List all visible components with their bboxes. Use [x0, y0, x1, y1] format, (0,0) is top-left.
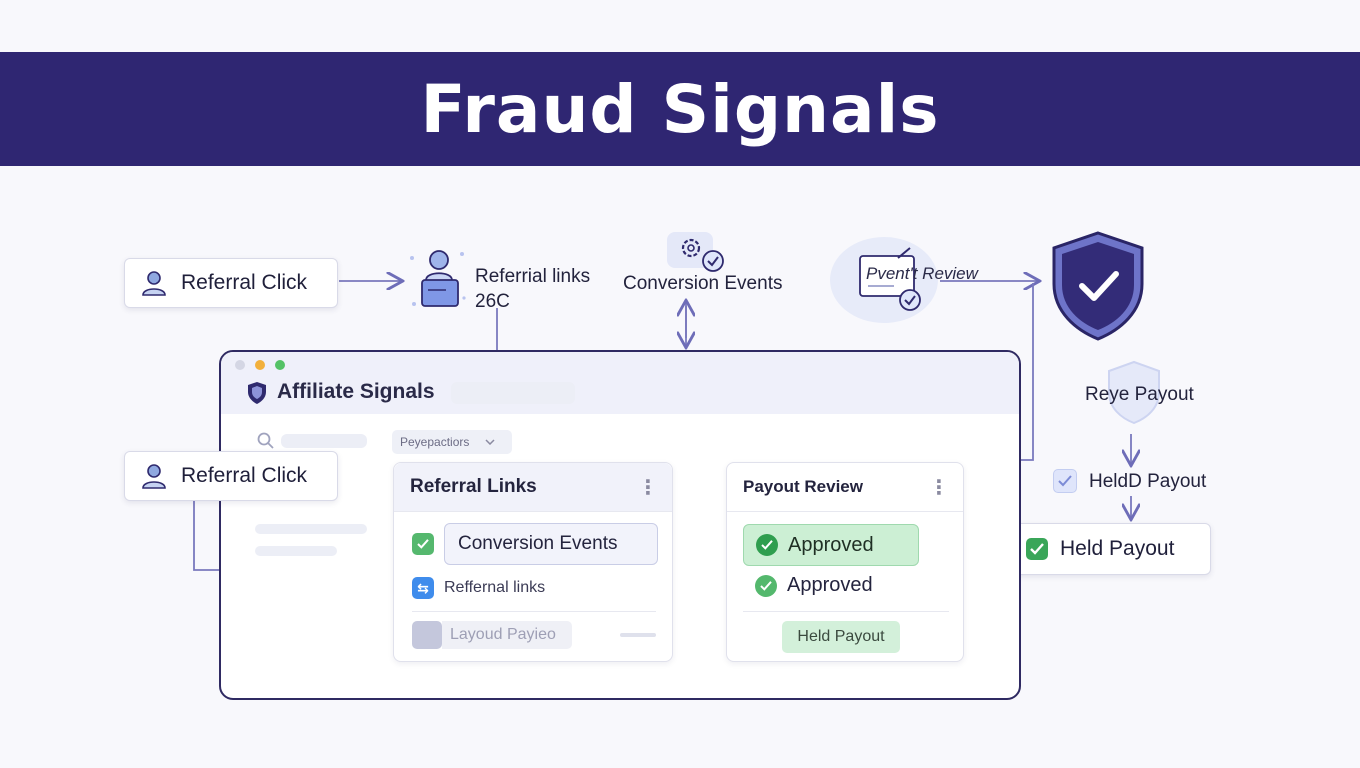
- faded-shield-icon: [1108, 360, 1160, 425]
- held-payout-label: Held Payout: [1060, 537, 1175, 560]
- check-icon: [1058, 475, 1072, 487]
- list-item[interactable]: Layoud Payieo: [412, 621, 572, 649]
- referral-links-item: Reffernal links: [444, 579, 546, 596]
- referral-links-value: 26C: [475, 291, 510, 312]
- approved-label: Approved: [788, 533, 874, 556]
- referral-links-card: Referral Links ⋮ Conversion Events ⇆ Ref…: [393, 462, 673, 662]
- divider: [743, 611, 949, 612]
- placeholder-bar: [620, 633, 656, 637]
- review-document-icon: [859, 247, 921, 311]
- check-icon: [755, 574, 777, 597]
- window-dot[interactable]: [255, 360, 265, 370]
- shield-icon: [248, 382, 266, 404]
- placeholder-bar: [255, 546, 337, 556]
- card-title: Referral Links: [410, 476, 537, 497]
- conversion-events-item: Conversion Events: [444, 523, 658, 565]
- divider: [412, 611, 656, 612]
- page-title: Fraud Signals: [420, 70, 940, 148]
- card-title: Payout Review: [743, 477, 863, 496]
- check-icon: [756, 534, 778, 556]
- user-laptop-icon: [410, 250, 466, 307]
- window-titlebar: Affiliate Signals: [221, 352, 1019, 414]
- title-banner: Fraud Signals: [0, 52, 1360, 166]
- list-item[interactable]: ⇆ Reffernal links: [412, 577, 545, 599]
- person-icon: [142, 271, 166, 296]
- window-title: Affiliate Signals: [277, 380, 435, 403]
- affiliate-signals-window: Affiliate Signals Peyepactiors Referral …: [219, 350, 1021, 700]
- placeholder-icon: [412, 621, 442, 649]
- held-payout-node[interactable]: Held Payout: [1011, 523, 1211, 575]
- shield-check-icon: [1052, 231, 1144, 341]
- list-item[interactable]: Conversion Events: [412, 523, 658, 565]
- check-icon: [1026, 538, 1048, 560]
- referral-click-label: Referral Click: [181, 464, 308, 487]
- gear-check-icon: [667, 232, 724, 272]
- placeholder-bar: [255, 524, 367, 534]
- window-dot[interactable]: [275, 360, 285, 370]
- link-icon: ⇆: [412, 577, 434, 599]
- window-dot[interactable]: [235, 360, 245, 370]
- referral-click-label: Referral Click: [181, 271, 308, 294]
- heldd-payout-label: HeldD Payout: [1089, 471, 1207, 492]
- referral-click-node-secondary[interactable]: Referral Click: [124, 451, 338, 501]
- approved-item[interactable]: Approved: [755, 574, 873, 597]
- kebab-menu-icon[interactable]: ⋮: [638, 476, 658, 499]
- filter-label: Peyepactiors: [400, 435, 470, 449]
- card-header: Referral Links ⋮: [394, 463, 672, 512]
- referral-click-node[interactable]: Referral Click: [124, 258, 338, 308]
- card-header: Payout Review ⋮: [727, 463, 963, 512]
- search-placeholder-bar: [281, 434, 367, 448]
- kebab-menu-icon[interactable]: ⋮: [929, 476, 949, 499]
- heldd-checkbox[interactable]: [1053, 469, 1077, 493]
- placeholder-bar: [451, 382, 575, 404]
- chevron-down-icon: [485, 439, 495, 445]
- person-icon: [142, 464, 166, 489]
- event-review-label: Pvent't Review: [866, 264, 978, 283]
- approved-item-highlighted[interactable]: Approved: [743, 524, 919, 566]
- held-payout-badge[interactable]: Held Payout: [782, 621, 900, 653]
- payout-review-card: Payout Review ⋮ Approved Approved Held P…: [726, 462, 964, 662]
- referral-links-title: Referrial links: [475, 266, 591, 287]
- check-icon: [412, 533, 434, 555]
- filter-dropdown[interactable]: Peyepactiors: [392, 430, 512, 454]
- reye-payout-label: Reye Payout: [1085, 384, 1194, 405]
- conversion-events-label: Conversion Events: [623, 273, 783, 294]
- approved-label: Approved: [787, 574, 873, 596]
- layout-payout-item: Layoud Payieo: [442, 621, 572, 649]
- search-icon[interactable]: [257, 432, 275, 450]
